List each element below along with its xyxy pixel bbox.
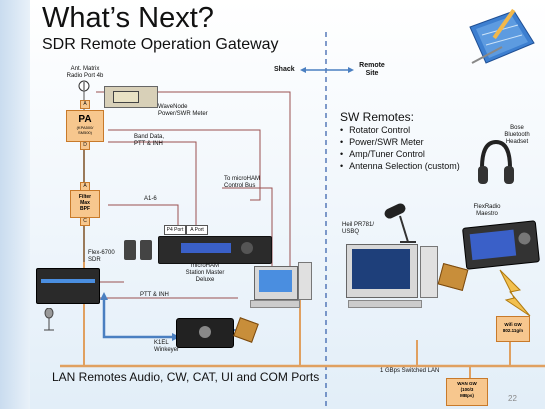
remote-site-label: Remote Site	[359, 62, 385, 77]
sw-remotes-heading: SW Remotes:	[340, 110, 415, 124]
a-port: A Port	[186, 225, 208, 235]
page-number: 22	[508, 394, 517, 403]
switched-lan-label: 1 GBps Switched LAN	[380, 368, 440, 374]
flex6700-radio[interactable]	[36, 268, 100, 304]
pa-subtitle: (KPA500/ SM500)	[76, 125, 94, 135]
flex6700-label: Flex-6700 SDR	[88, 250, 115, 263]
pa-port-a: A	[80, 100, 90, 109]
lan-remotes-caption: LAN Remotes Audio, CW, CAT, UI and COM P…	[52, 370, 320, 384]
ant-matrix-label: Ant. Matrix Radio Port 4b	[66, 66, 104, 79]
sw-remote-item-2: Amp/Tuner Control	[340, 148, 460, 160]
wan-gateway-label: WAN GW (100/3 MBps)	[457, 381, 477, 398]
heil-microphone-icon	[384, 203, 416, 243]
remote-pc-screen	[352, 249, 410, 289]
left-accent-bar	[0, 0, 30, 409]
shack-pc-screen	[259, 270, 292, 292]
sw-remote-item-3: Antenna Selection (custom)	[340, 160, 460, 172]
maestro-knob	[517, 231, 532, 246]
meter-display	[113, 91, 139, 103]
filter-port-c: C	[80, 217, 90, 226]
band-data-label: Band Data, PTT & INH	[134, 134, 165, 147]
sw-remote-item-0: Rotator Control	[340, 124, 460, 136]
flex-front-panel	[41, 279, 95, 283]
winkeyer-knob	[199, 326, 211, 338]
microham-label: microHAM Station Master Deluxe	[185, 263, 225, 283]
headset-icon	[478, 139, 514, 184]
maestro-label: FlexRadio Maestro	[473, 204, 501, 217]
maestro-screen	[469, 229, 517, 261]
wavenode-meter[interactable]	[104, 86, 158, 108]
shack-pc-tower	[298, 262, 312, 300]
filter-label: Filter Max BPF	[78, 194, 92, 212]
wan-gateway-box[interactable]: WAN GW (100/3 MBps)	[446, 378, 488, 406]
slide-subtitle: SDR Remote Operation Gateway	[42, 36, 279, 53]
pa-title: PA	[78, 114, 92, 125]
a16-label: A1-6	[144, 196, 157, 202]
microphone-icon	[44, 308, 54, 331]
pa-box[interactable]: PA (KPA500/ SM500)	[66, 110, 104, 142]
speaker-left	[124, 240, 136, 260]
to-microham-label: To microHAM Control Bus	[224, 176, 261, 189]
speaker-right	[140, 240, 152, 260]
blueprint-icon	[469, 8, 535, 64]
bose-label: Bose Bluetooth Headset	[504, 125, 530, 145]
flexradio-maestro[interactable]	[462, 220, 540, 270]
k1el-winkeyer[interactable]	[176, 318, 234, 348]
wavenode-label: WaveNode Power/SWR Meter	[158, 104, 208, 117]
heil-label: Heil PR781/ USBQ	[342, 222, 375, 235]
ptt-inh-label: PTT & INH	[140, 292, 169, 298]
shack-label: Shack	[274, 66, 295, 73]
sw-remote-item-1: Power/SWR Meter	[340, 136, 460, 148]
shack-pc-keyboard	[250, 300, 300, 308]
shack-pc-monitor[interactable]	[254, 266, 298, 300]
remote-pc-monitor[interactable]	[346, 244, 418, 298]
k1el-label: K1EL Winkeyer	[154, 340, 180, 353]
remote-pc-keyboard	[348, 300, 422, 308]
microham-knob	[241, 242, 253, 254]
pa-port-d: D	[80, 141, 90, 150]
wifi-gateway-label: Wifi GW 802.11g/n	[502, 322, 524, 333]
microham-station-master[interactable]	[158, 236, 272, 264]
sw-remotes-list: Rotator Control Power/SWR Meter Amp/Tune…	[340, 124, 460, 172]
p4-port: P4 Port	[164, 225, 186, 235]
slide-title: What’s Next?	[42, 2, 214, 34]
filter-box[interactable]: Filter Max BPF	[70, 190, 100, 218]
wifi-gateway-box[interactable]: Wifi GW 802.11g/n	[496, 316, 530, 342]
remote-pc-tower	[420, 246, 438, 298]
microham-display	[181, 243, 231, 253]
antenna-port-icon	[78, 80, 90, 92]
